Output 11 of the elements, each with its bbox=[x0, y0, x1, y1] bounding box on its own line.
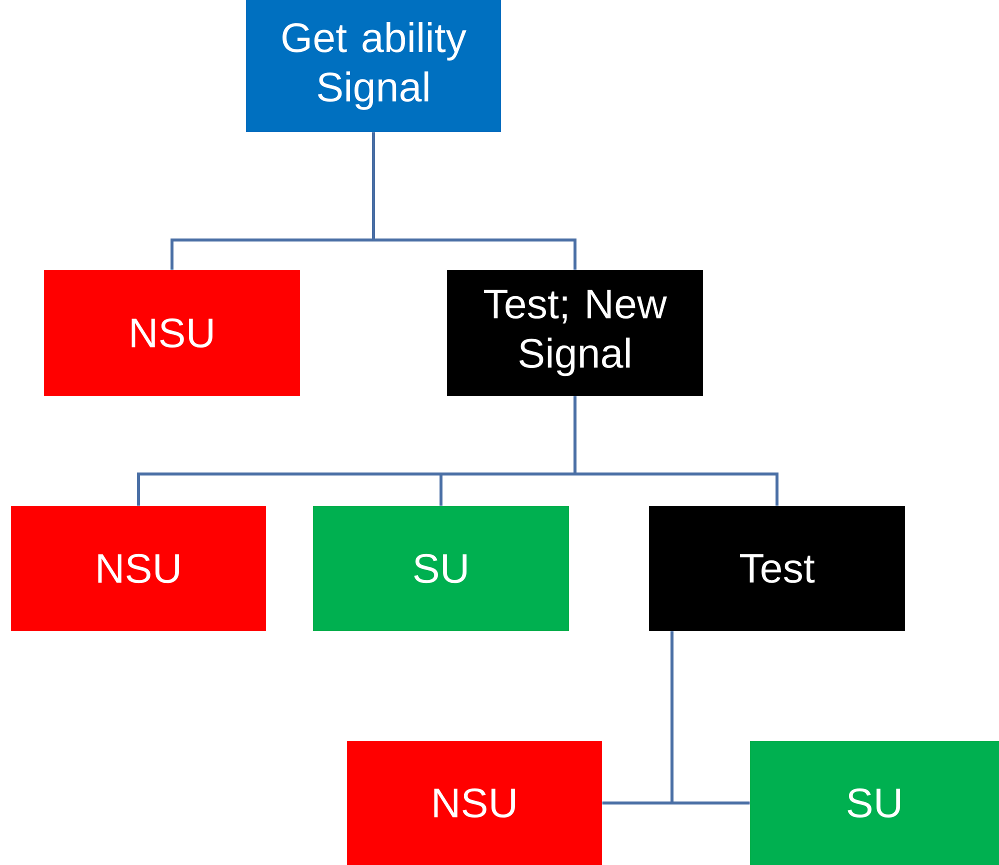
process-box: Test; New Signal bbox=[447, 270, 703, 396]
process-box: Get ability Signal bbox=[246, 0, 501, 132]
process-box: NSU bbox=[44, 270, 300, 396]
process-box: NSU bbox=[11, 506, 266, 631]
connector-line bbox=[574, 396, 778, 506]
process-box: SU bbox=[313, 506, 569, 631]
process-box: SU bbox=[750, 741, 999, 865]
connector-line bbox=[670, 631, 750, 804]
process-box: NSU bbox=[347, 741, 602, 865]
process-box: Test bbox=[649, 506, 905, 631]
connector-line bbox=[372, 132, 576, 270]
